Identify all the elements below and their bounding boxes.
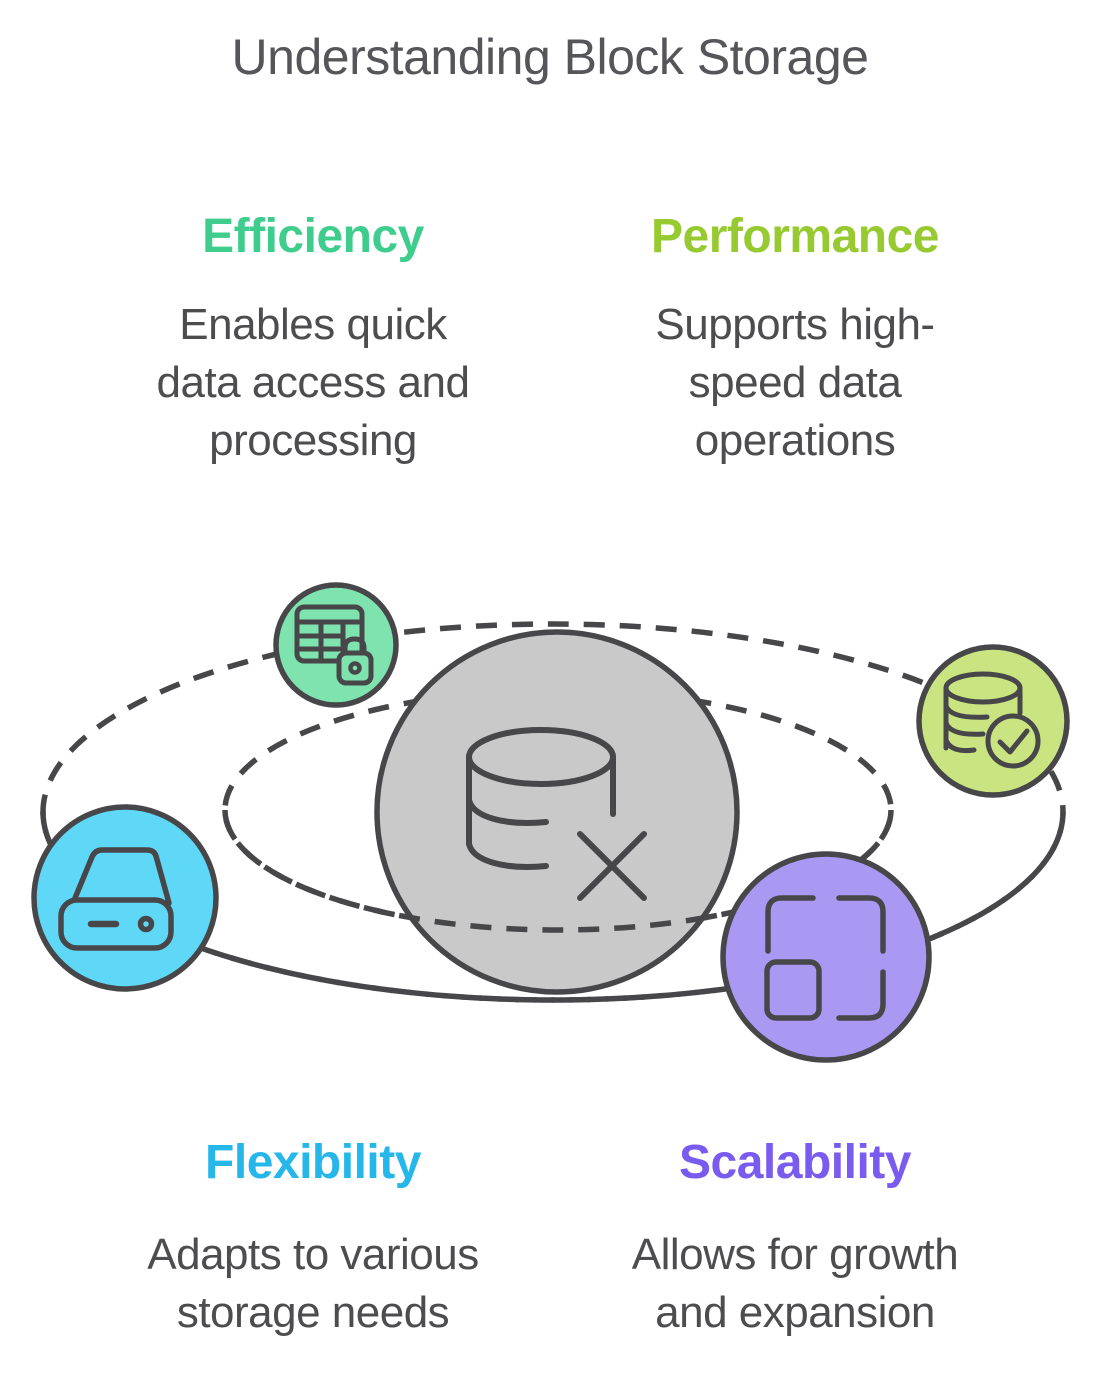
heading-flexibility: Flexibility <box>205 1136 421 1189</box>
drive-light-icon <box>137 915 155 933</box>
center-circle <box>374 629 740 995</box>
database-deleted-icon <box>466 727 647 901</box>
satellite-scalability <box>720 851 932 1063</box>
description-performance: Supports high- speed data operations <box>555 296 1035 470</box>
satellite-flexibility <box>31 804 219 992</box>
orbit-inner-front <box>222 809 894 933</box>
check-mark-icon <box>997 728 1030 755</box>
description-scalability: Allows for growth and expansion <box>555 1226 1035 1342</box>
description-flexibility: Adapts to various storage needs <box>73 1226 553 1342</box>
satellite-performance-circle <box>916 644 1070 798</box>
satellite-efficiency <box>273 582 399 708</box>
description-efficiency-line: data access and <box>156 358 470 407</box>
page-title: Understanding Block Storage <box>231 29 869 85</box>
description-scalability-line: and expansion <box>655 1288 935 1337</box>
description-performance-line: speed data <box>688 358 902 407</box>
heading-efficiency: Efficiency <box>202 210 424 263</box>
secure-table-lock-icon <box>294 604 374 686</box>
delete-x-icon <box>577 831 647 901</box>
description-scalability-line: Allows for growth <box>631 1230 959 1279</box>
description-efficiency-line: processing <box>209 416 417 465</box>
satellite-efficiency-circle <box>273 582 399 708</box>
check-circle-icon <box>985 713 1041 769</box>
scale-resize-icon <box>764 895 886 1021</box>
satellite-performance <box>916 644 1070 798</box>
description-flexibility-line: storage needs <box>176 1288 450 1337</box>
description-performance-line: operations <box>694 416 896 465</box>
heading-performance: Performance <box>651 210 939 263</box>
description-performance-line: Supports high- <box>655 300 935 349</box>
heading-scalability: Scalability <box>679 1136 911 1189</box>
verified-storage-stack-icon <box>943 671 1041 769</box>
description-efficiency-line: Enables quick <box>179 300 447 349</box>
satellite-scalability-circle <box>720 851 932 1063</box>
description-flexibility-line: Adapts to various <box>147 1230 479 1279</box>
hard-drive-icon <box>58 847 174 951</box>
description-efficiency: Enables quick data access and processing <box>73 296 553 470</box>
